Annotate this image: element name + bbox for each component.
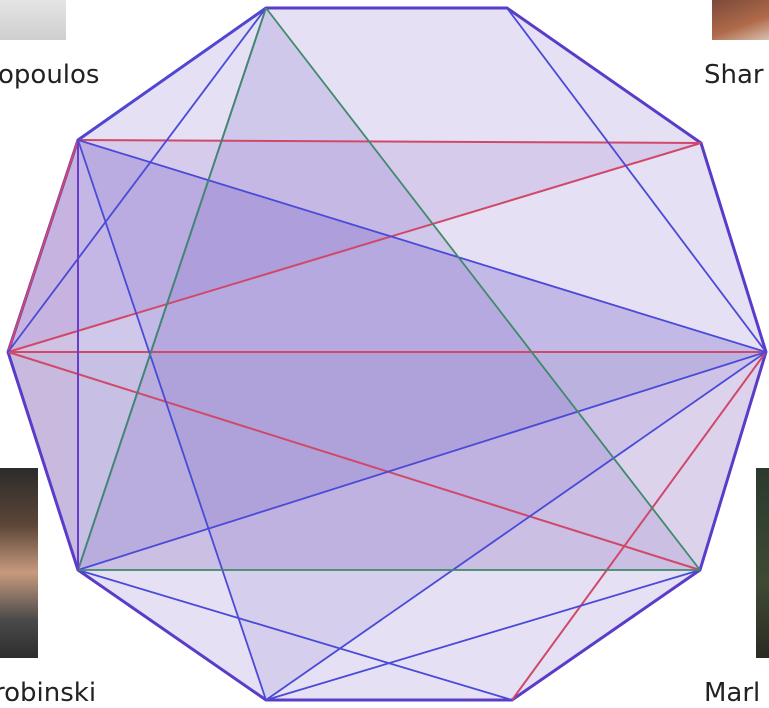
decagon-network-diagram bbox=[0, 0, 769, 707]
